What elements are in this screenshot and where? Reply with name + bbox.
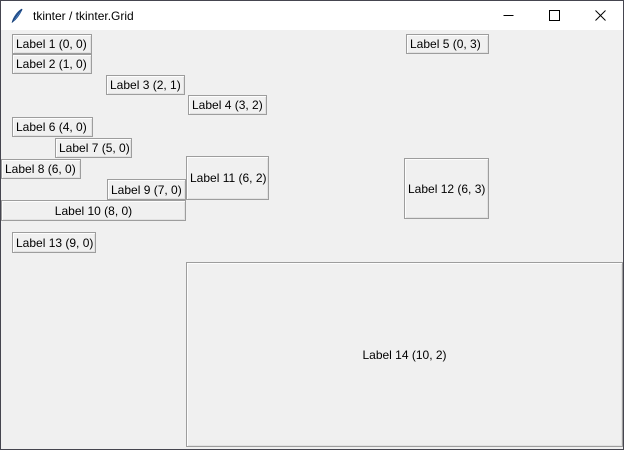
close-icon — [594, 10, 606, 21]
grid-label-14: Label 14 (10, 2) — [186, 262, 623, 447]
tk-feather-icon — [11, 8, 23, 23]
grid-label-9: Label 9 (7, 0) — [107, 179, 186, 200]
grid-label-7: Label 7 (5, 0) — [55, 138, 132, 158]
titlebar[interactable]: tkinter / tkinter.Grid — [1, 1, 623, 30]
grid-label-3: Label 3 (2, 1) — [106, 75, 185, 95]
grid-label-1: Label 1 (0, 0) — [12, 34, 92, 54]
grid-label-4: Label 4 (3, 2) — [188, 95, 267, 115]
close-button[interactable] — [577, 1, 623, 30]
minimize-icon — [503, 15, 513, 16]
grid-label-8: Label 8 (6, 0) — [1, 159, 81, 179]
grid-label-13: Label 13 (9, 0) — [12, 232, 96, 253]
grid-label-5: Label 5 (0, 3) — [406, 34, 489, 54]
grid-label-2: Label 2 (1, 0) — [12, 54, 92, 74]
grid-label-11: Label 11 (6, 2) — [186, 156, 269, 200]
grid-label-6: Label 6 (4, 0) — [12, 117, 93, 137]
window-controls — [485, 1, 623, 30]
grid-label-10: Label 10 (8, 0) — [1, 200, 186, 221]
maximize-icon — [548, 10, 560, 21]
maximize-button[interactable] — [531, 1, 577, 30]
window-title: tkinter / tkinter.Grid — [33, 8, 134, 23]
minimize-button[interactable] — [485, 1, 531, 30]
grid-label-12: Label 12 (6, 3) — [404, 158, 489, 219]
